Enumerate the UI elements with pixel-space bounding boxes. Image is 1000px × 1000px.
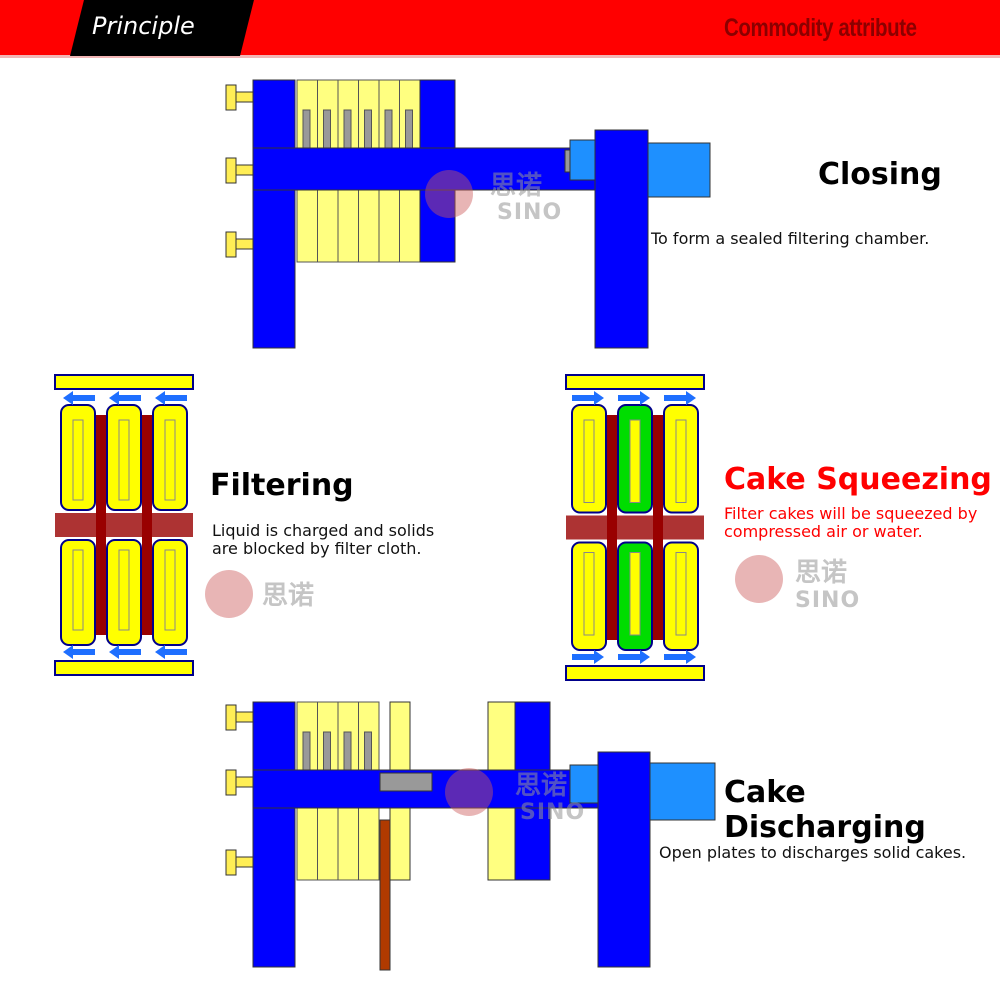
cake-channel	[96, 415, 106, 635]
plate-core	[675, 552, 687, 636]
plate-core	[72, 419, 84, 501]
plate-bottom	[54, 660, 194, 676]
plate-handle	[302, 731, 311, 773]
discharging-description: Open plates to discharges solid cakes.	[659, 843, 967, 862]
watermark-en: SINO	[497, 200, 563, 225]
plate-core	[164, 549, 176, 631]
squeezing-description-line-1: Filter cakes will be squeezed by	[724, 504, 978, 523]
plate-handle	[343, 109, 352, 151]
sino-logo-icon	[425, 170, 473, 218]
plate-core	[118, 549, 130, 631]
flow-arrow-icon	[109, 391, 141, 405]
flow-arrow-icon	[618, 650, 650, 664]
flow-arrow-icon	[664, 391, 696, 405]
plate-handle	[323, 731, 331, 773]
flow-arrow-icon	[572, 391, 604, 405]
plate-handle	[364, 731, 372, 773]
plate-core	[629, 419, 641, 503]
plate-handle	[323, 109, 331, 151]
plate-core	[675, 419, 687, 503]
plate-handle	[384, 109, 393, 151]
flow-arrow-icon	[63, 645, 95, 659]
plate-core	[72, 549, 84, 631]
flow-arrow-icon	[572, 650, 604, 664]
sino-logo-icon	[205, 570, 253, 618]
watermark-cn: 思诺	[490, 171, 543, 201]
plate-core	[583, 419, 595, 503]
watermark-cn: 思诺	[262, 581, 315, 611]
watermark-cn: 思诺	[515, 771, 568, 801]
plate-core	[629, 552, 641, 636]
filter-cake-band	[55, 513, 193, 537]
flow-arrow-icon	[664, 650, 696, 664]
sino-logo-icon	[735, 555, 783, 603]
plate-core	[118, 419, 130, 501]
plate-top	[54, 374, 194, 390]
watermark-cn: 思诺	[795, 558, 848, 588]
cake-falling	[379, 819, 391, 971]
flow-arrow-icon	[109, 645, 141, 659]
cake-channel	[142, 415, 152, 635]
sino-logo-icon	[445, 768, 493, 816]
commodity-attribute-label[interactable]: Commodity attribute	[724, 14, 917, 42]
flow-arrow-icon	[63, 391, 95, 405]
cake-channel	[607, 415, 617, 640]
plate-handle	[302, 109, 311, 151]
squeezing-description-line-2: compressed air or water.	[724, 522, 923, 541]
header-divider	[0, 55, 1000, 58]
flow-arrow-icon	[155, 391, 187, 405]
filtering-description-line-1: Liquid is charged and solids	[212, 521, 435, 540]
plate-handle	[364, 109, 372, 151]
plate-core	[164, 419, 176, 501]
plate-bottom	[565, 665, 705, 681]
filtering-title: Filtering	[210, 468, 354, 503]
plate-top	[565, 374, 705, 390]
filtering-description-line-2: are blocked by filter cloth.	[212, 539, 422, 558]
flow-arrow-icon	[155, 645, 187, 659]
filter-cake-band	[566, 515, 704, 540]
plate-handle	[405, 109, 413, 151]
watermark-en: SINO	[795, 588, 861, 613]
principle-tab-label[interactable]: Principle	[92, 12, 195, 40]
closing-title: Closing	[818, 157, 942, 192]
handwheel-icon	[225, 84, 254, 258]
squeezing-title: Cake Squeezing	[724, 462, 992, 497]
squeezing-plate-diagram	[565, 374, 705, 681]
plate-handle	[343, 731, 352, 773]
watermark-en: SINO	[520, 800, 586, 825]
cake-channel	[653, 415, 663, 640]
plate-core	[583, 552, 595, 636]
filtering-plate-diagram	[54, 374, 194, 676]
discharging-title: Cake Discharging	[724, 775, 926, 845]
closing-description: To form a sealed filtering chamber.	[651, 229, 930, 248]
closing-machine-illustration	[225, 79, 711, 349]
discharging-machine-illustration	[225, 701, 716, 971]
flow-arrow-icon	[618, 391, 650, 405]
